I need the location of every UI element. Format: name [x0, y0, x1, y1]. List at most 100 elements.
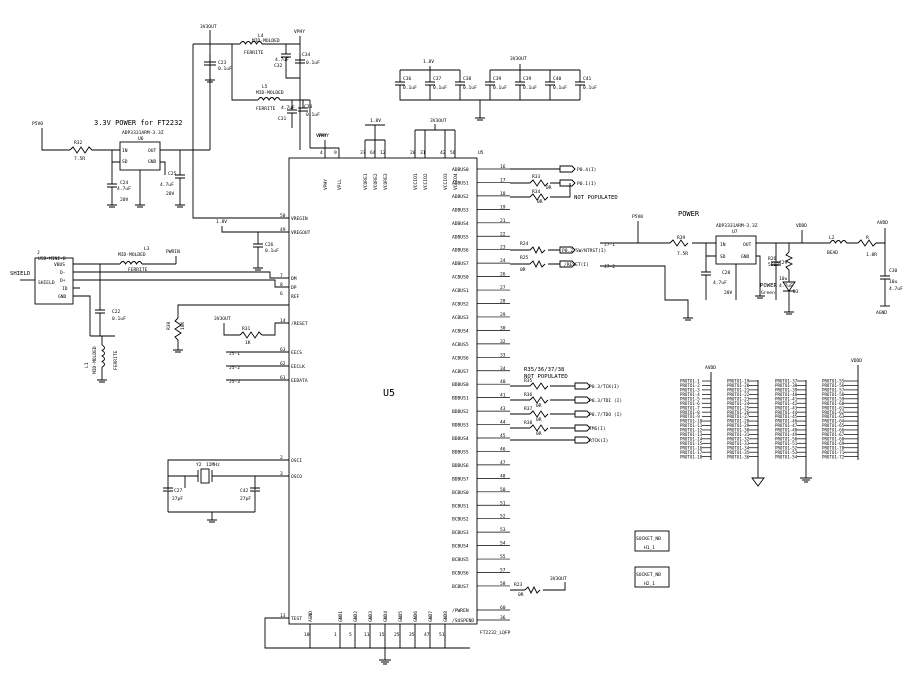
u5-left-pin-name: OSCO [291, 474, 302, 480]
u5-top-pins: VPHY4VPLL9VCORE137VCORE264VCORE312VCCIO1… [320, 150, 459, 190]
r36-ref: R36 [524, 392, 533, 398]
proto-pin-label: PROTO1-38 [775, 383, 798, 388]
u6-pin-in: IN [122, 148, 128, 154]
u5-right-pin-name: /PWREN [452, 608, 469, 614]
c30-ref: C30 [889, 268, 898, 274]
r26-ref: R26 [768, 256, 777, 262]
proto-pin-label: PROTO1-65 [822, 423, 845, 428]
proto-pin-label: PROTO1-71 [822, 450, 845, 455]
c24-value: 4.7uF [117, 186, 131, 192]
u7-part: ADP3331ARM-3.3Z [716, 223, 758, 229]
u5-right-pin-name: BCBUS0 [452, 490, 469, 496]
u5-right-pin-number: 54 [500, 541, 506, 547]
c30-value: 10u [889, 279, 898, 285]
u7-pin-gnd: GND [741, 254, 750, 260]
u5-bottom-pin-name: GND2 [353, 611, 359, 622]
u7-pin-sd: SD [720, 254, 726, 260]
u5-left-pin-name: TEST [291, 616, 302, 622]
u5-top-pin-name: VPHY [323, 179, 329, 190]
usb-connector-ref: J [37, 250, 40, 256]
u5-right-pin-number: 47 [500, 460, 506, 466]
l2-ref: L2 [829, 235, 835, 241]
proto-pin-label: PROTO1-42 [775, 401, 798, 406]
u6-pin-sd: SD [122, 159, 128, 165]
u5-left-pin-number: 50 [280, 213, 286, 219]
net-avdd-right: AVDD [877, 220, 888, 226]
u5-right-pin-number: 45 [500, 433, 506, 439]
c23-ref: C23 [218, 60, 227, 66]
usb-pin-dm: D- [60, 270, 66, 276]
u5-left-pin-name: EECLK [291, 364, 305, 370]
u5-bottom-pin-number: 51 [439, 632, 445, 638]
c32-value: 4.7uF [275, 57, 289, 63]
u5-right-pin-number: 60 [500, 605, 506, 611]
u5-bottom-pin-name: AGND [308, 611, 314, 622]
proto-pin-label: PROTO1-54 [775, 454, 798, 459]
net-18v-u5: 1.8V [370, 118, 381, 124]
u5-bottom-pin-name: GND5 [398, 611, 404, 622]
ft2232-power-block: 3.3V POWER for FT2232 P5V0 R32 7.5R ADP3… [32, 119, 210, 208]
u5-right-pin-name: BDBUS0 [452, 382, 469, 388]
proto-pin-label: PROTO1-43 [775, 405, 798, 410]
proto-pin-label: PROTO1-8 [680, 410, 700, 415]
c38-ref: C38 [463, 76, 472, 82]
u5-right-pin-name: BDBUS6 [452, 463, 469, 469]
proto-pin-label: PROTO1-52 [775, 445, 798, 450]
proto-gnd-triangle [751, 477, 765, 487]
c29-ref: C29 [779, 260, 788, 266]
proto-pin-label: PROTO1-33 [727, 441, 750, 446]
u5-bottom-pin-name: GND8 [443, 611, 449, 622]
r30-value: 10K [180, 321, 186, 330]
u5-right-pin-number: 19 [500, 204, 506, 210]
r24-ref: R24 [520, 241, 529, 247]
r31-ref: R31 [242, 326, 251, 332]
u5-left-pin-number: 6 [280, 291, 283, 297]
u5-left-pin-number: 62 [280, 361, 286, 367]
proto-column-3: PROTO1-37PROTO1-38PROTO1-39PROTO1-40PROT… [775, 379, 806, 459]
c34-value: 0.1uF [306, 60, 320, 66]
u5-right-pin-number: 26 [500, 272, 506, 278]
u5-bottom-pin-name: GND4 [383, 611, 389, 622]
c29-value: 10u [779, 276, 788, 282]
c24-ref: C24 [120, 180, 129, 186]
proto-pin-label: PROTO1-45 [775, 414, 798, 419]
u5-left-pin-name: VREGOUT [291, 230, 311, 236]
net-vphy-u5: VPHY [318, 133, 329, 139]
u5-left-pin-number: 7 [280, 273, 283, 279]
proto-pin-label: PROTO1-56 [822, 383, 845, 388]
net-rtck: RTCK(I) [589, 438, 608, 444]
c26-value: 0.1uF [265, 248, 279, 254]
u5-bottom-pin-number: 35 [409, 632, 415, 638]
u5-right-pin-name: BCBUS1 [452, 503, 469, 509]
l2-value: BEAD [827, 250, 838, 256]
proto-pin-label: PROTO1-2 [680, 383, 700, 388]
proto-pin-label: PROTO1-27 [727, 414, 750, 419]
proto-pin-label: PROTO1-18 [680, 454, 703, 459]
u5-left-pin-name: OSCI [291, 458, 302, 464]
r33-ref: R33 [532, 174, 541, 180]
usb-pin-vbus: VBUS [54, 262, 65, 268]
u5-right-pin-name: ADBUS0 [452, 167, 469, 173]
c25-voltage: 20V [166, 191, 175, 197]
proto-pin-label: PROTO1-12 [680, 428, 703, 433]
proto-pin-label: PROTO1-1 [680, 379, 700, 384]
proto-pin-label: PROTO1-49 [775, 432, 798, 437]
u5-bottom-pin-number: 10 [304, 632, 310, 638]
r-ref: R [866, 235, 869, 241]
c27-value: 27pF [172, 496, 183, 502]
u5-bottom-pin-name: GND3 [368, 611, 374, 622]
c30-voltage: 4.7uF [889, 286, 903, 292]
u5-right-pin-number: 40 [500, 379, 506, 385]
u6-pin-gnd: GND [148, 159, 157, 165]
proto-pin-label: PROTO1-6 [680, 401, 700, 406]
c24-voltage: 20V [120, 197, 129, 203]
u5-bottom-pin-name: GND7 [428, 611, 434, 622]
u5-left-pin-name: /RESET [291, 321, 308, 327]
hole-h1-box [634, 530, 670, 552]
u5-left-pin-number: 14 [280, 318, 286, 324]
proto-pin-label: PROTO1-58 [822, 392, 845, 397]
proto-pin-label: PROTO1-44 [775, 410, 798, 415]
proto-pin-label: PROTO1-72 [822, 454, 845, 459]
proto-pin-label: PROTO1-51 [775, 441, 798, 446]
hole-h2-ref: H2_1 [644, 581, 655, 587]
